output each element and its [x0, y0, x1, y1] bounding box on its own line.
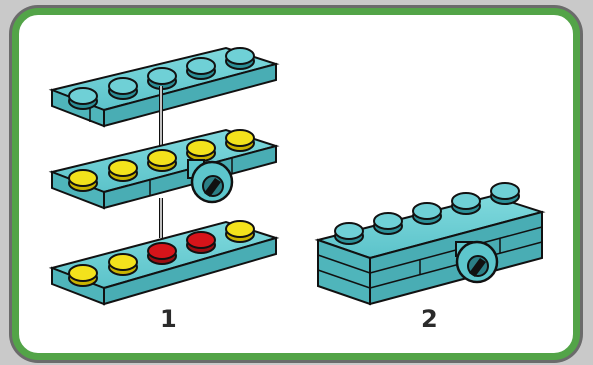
stud-row-bottom — [68, 220, 255, 287]
plate-middle — [48, 128, 280, 210]
assembled-stack — [314, 182, 546, 306]
stud-row-assembled — [334, 182, 520, 245]
clip-piece — [187, 159, 234, 204]
step-2-label: 2 — [421, 305, 438, 333]
plate-bottom — [48, 220, 280, 306]
stud-row-top — [68, 47, 255, 110]
step-1-label: 1 — [160, 305, 177, 333]
plate-top — [48, 46, 280, 128]
clip-piece-assembled — [455, 240, 499, 284]
stud-row-middle — [68, 129, 255, 192]
